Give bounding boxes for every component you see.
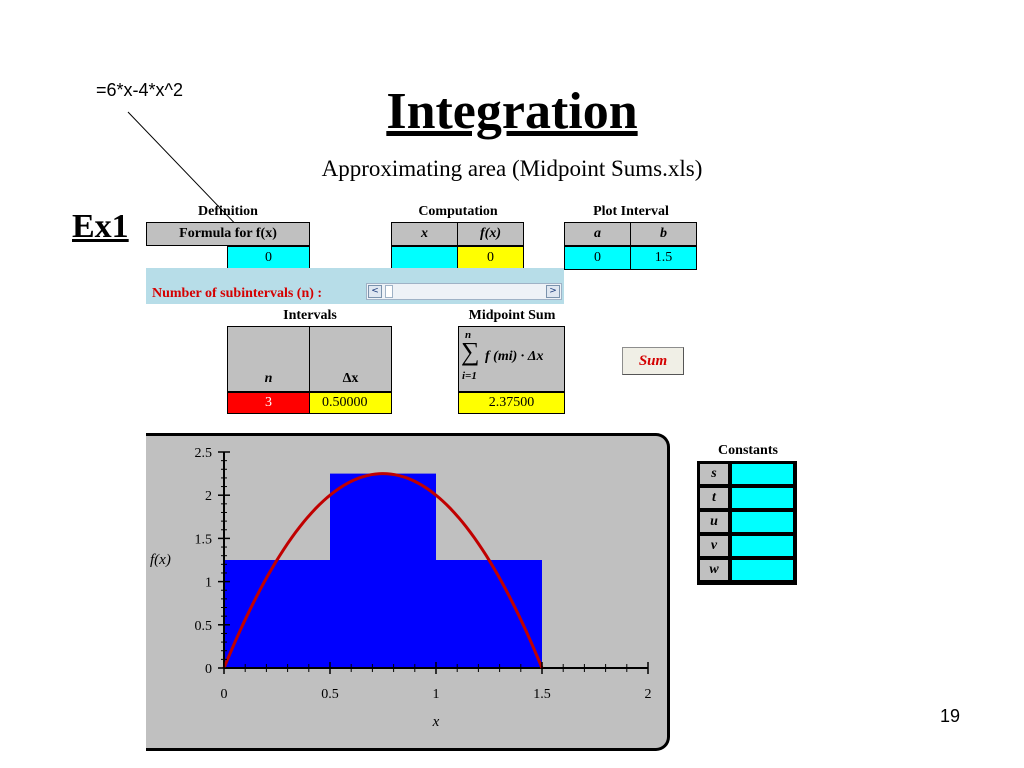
intervals-dx-label: Δx [309,326,392,392]
plot-interval-b-label: b [630,222,697,246]
formula-label: Formula for f(x) [146,222,310,246]
formula-value-cell[interactable]: 0 [227,246,310,270]
chart-bar-2 [436,560,542,668]
scroll-thumb[interactable] [385,285,393,298]
plot-interval-a-label: a [564,222,631,246]
subinterval-label: Number of subintervals (n) : [152,286,323,301]
computation-x-label: x [391,222,458,246]
computation-header: Computation [418,204,498,219]
page-title: Integration [386,83,638,140]
constant-u-label: u [699,511,729,533]
x-tick-label-1: 0.5 [321,687,339,702]
y-axis-label: f(x) [150,552,171,568]
midpoint-sum-formula: n ∑ i=1 f (mi) · Δx [458,326,565,392]
constant-v-input[interactable] [731,535,794,557]
constant-s-label: s [699,463,729,485]
computation-fx-label: f(x) [457,222,524,246]
constant-t-label: t [699,487,729,509]
y-tick-label-0: 0 [205,662,212,677]
constant-v-label: v [699,535,729,557]
constants-header: Constants [718,443,778,458]
constants-table: s t u v w [697,461,797,585]
scroll-right-icon[interactable]: > [546,285,560,298]
x-tick-label-2: 1 [433,687,440,702]
scroll-left-icon[interactable]: < [368,285,382,298]
constant-s-input[interactable] [731,463,794,485]
function-curve [222,472,544,669]
chart-bar-0 [224,560,330,668]
y-tick-label-5: 2.5 [195,446,213,461]
formula-annotation: =6*x-4*x^2 [96,80,183,100]
intervals-dx-value: 0.50000 [309,392,392,414]
midpoint-sum-value: 2.37500 [458,392,565,414]
midpoint-chart: 0 0.5 1 1.5 2 0 0.5 1 1.5 2 2.5 x f(x) [150,446,652,730]
page-number: 19 [940,706,961,726]
intervals-n-value: 3 [227,392,310,414]
plot-interval-b-input[interactable]: 1.5 [630,246,697,270]
intervals-header: Intervals [283,308,337,323]
x-tick-label-0: 0 [221,687,228,702]
constant-t-input[interactable] [731,487,794,509]
plot-interval-a-input[interactable]: 0 [564,246,631,270]
computation-fx-value: 0 [457,246,524,270]
x-tick-label-4: 2 [645,687,652,702]
sum-button[interactable]: Sum [622,347,684,375]
example-label: Ex1 [72,208,129,245]
definition-header: Definition [198,204,258,219]
chart-bar-1 [330,473,436,668]
x-tick-label-3: 1.5 [533,687,551,702]
x-axis-label: x [432,714,440,730]
midpoint-sum-header: Midpoint Sum [468,308,556,323]
y-tick-label-3: 1.5 [195,532,213,547]
constant-w-label: w [699,559,729,581]
plot-interval-header: Plot Interval [593,204,669,219]
constant-u-input[interactable] [731,511,794,533]
y-tick-label-4: 2 [205,489,212,504]
constant-w-input[interactable] [731,559,794,581]
intervals-n-label: n [227,326,310,392]
subinterval-scrollbar[interactable]: < > [366,283,562,300]
y-tick-label-2: 1 [205,576,212,591]
computation-x-input[interactable] [391,246,458,270]
page-subtitle: Approximating area (Midpoint Sums.xls) [321,156,703,181]
y-tick-label-1: 0.5 [195,619,213,634]
